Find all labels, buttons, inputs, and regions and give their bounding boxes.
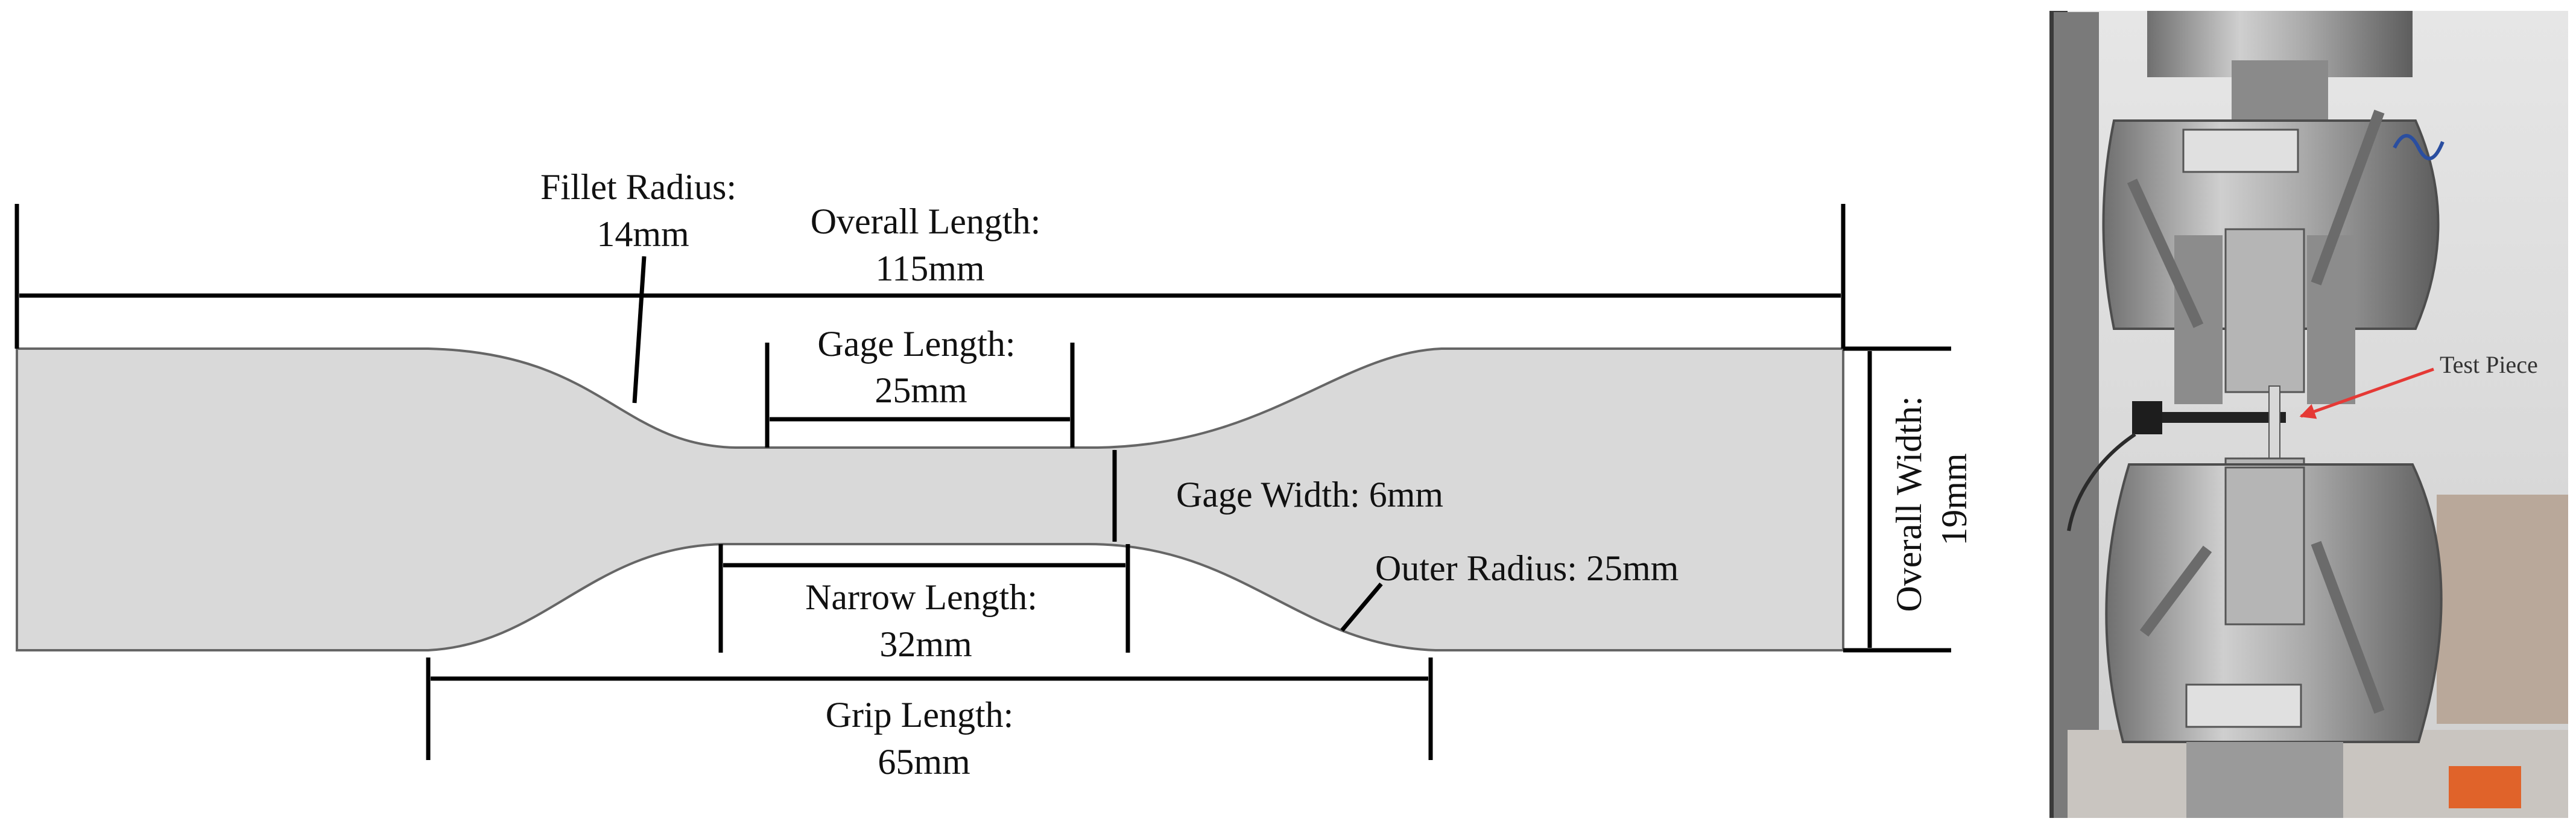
overall-length-label-line1: Overall Length: <box>811 201 1041 241</box>
orange-block <box>2449 766 2521 808</box>
lower-grip-label-plate <box>2185 683 2302 728</box>
test-piece-callout-arrow <box>2299 367 2434 419</box>
narrow-length-label-line2: 32mm <box>879 624 972 664</box>
photo-side-panel <box>2054 12 2099 818</box>
specimen-diagram: Fillet Radius: 14mm Overall Length: 115m… <box>14 167 1974 782</box>
fillet-radius-label-line2: 14mm <box>597 214 689 254</box>
fillet-radius-label-line1: Fillet Radius: <box>540 167 736 207</box>
cabinet-box <box>2437 495 2568 724</box>
grip-length-label-line1: Grip Length: <box>826 695 1014 735</box>
gage-length-label-line1: Gage Length: <box>817 324 1015 364</box>
base-actuator <box>2186 742 2343 818</box>
upper-lever-left <box>2127 179 2204 328</box>
overall-length-label: Overall Length: 115mm <box>811 201 1050 288</box>
overall-width-label-line1: Overall Width: <box>1889 396 1929 612</box>
test-machine-photo: Test Piece <box>2049 11 2568 818</box>
gage-length-label: Gage Length: 25mm <box>817 324 1024 410</box>
upper-lever-right <box>2311 109 2385 286</box>
upper-grip-label-plate <box>2182 128 2299 173</box>
gage-length-label-line2: 25mm <box>875 370 967 410</box>
blue-handwriting <box>2393 134 2445 160</box>
test-piece-label: Test Piece <box>2440 351 2538 378</box>
extensometer-body <box>2132 401 2162 434</box>
upper-wedge <box>2224 228 2305 393</box>
outer-radius-arrow <box>1340 582 1383 632</box>
extensometer-cable <box>2067 433 2136 531</box>
grip-length-label: Grip Length: 65mm <box>826 695 1023 782</box>
overall-width-label-line2: 19mm <box>1934 453 1974 545</box>
upper-grip-jaw-right <box>2307 235 2355 404</box>
fillet-radius-arrow <box>632 256 647 404</box>
gage-width-label: Gage Width: 6mm <box>1176 475 1443 515</box>
overall-width-label: Overall Width: 19mm <box>1889 387 1974 612</box>
grip-length-label-line2: 65mm <box>878 742 970 782</box>
extensometer-arm <box>2162 412 2286 423</box>
outer-radius-label: Outer Radius: 25mm <box>1375 548 1679 588</box>
overall-length-label-line2: 115mm <box>875 249 984 288</box>
fillet-radius-label: Fillet Radius: 14mm <box>540 167 745 254</box>
lower-lever-right <box>2311 540 2385 714</box>
narrow-length-label-line1: Narrow Length: <box>805 577 1037 617</box>
specimen-in-grips <box>2268 385 2280 465</box>
narrow-length-label: Narrow Length: 32mm <box>805 577 1046 664</box>
lower-lever-left <box>2139 545 2212 637</box>
lower-wedge-front <box>2224 466 2305 626</box>
